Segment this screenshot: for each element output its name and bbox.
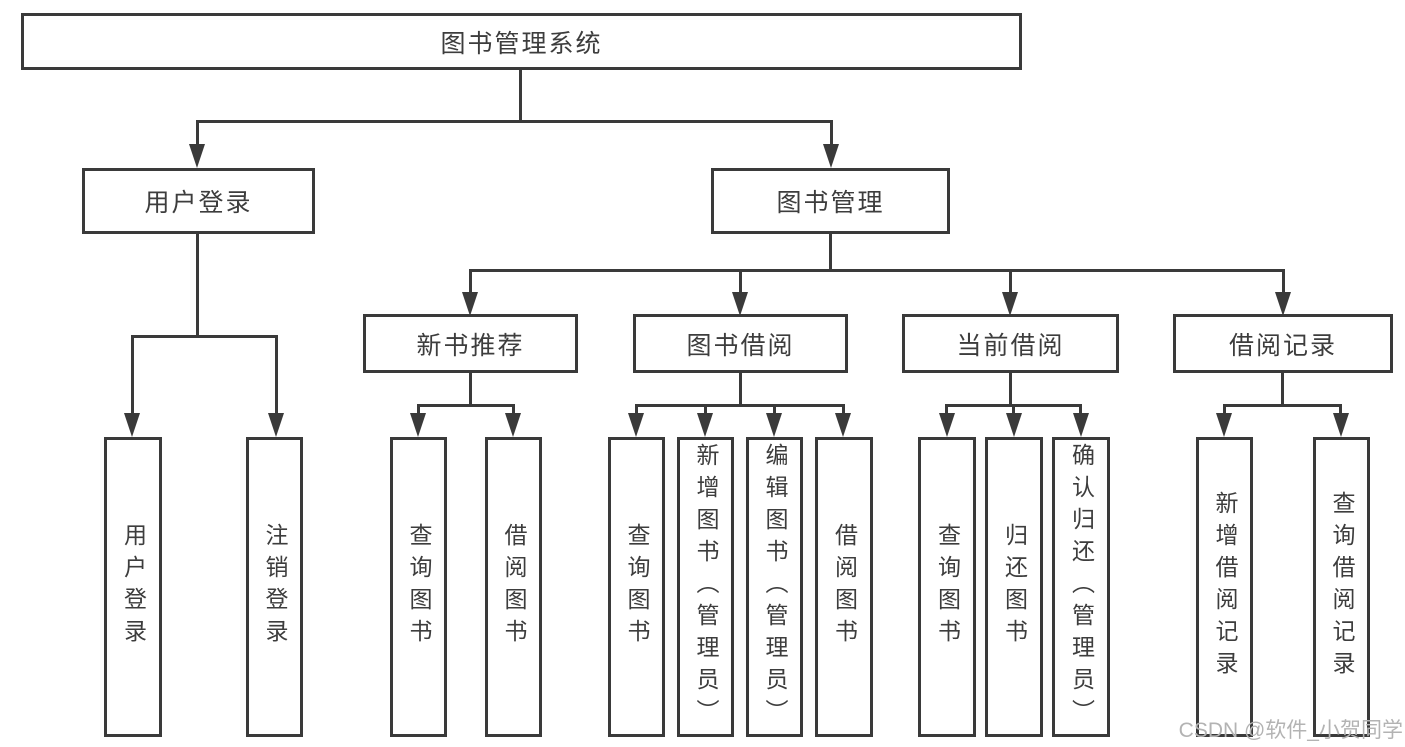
connector-line — [1281, 373, 1284, 407]
node-book-borrowing: 图书借阅 — [633, 314, 848, 373]
connector-line — [704, 404, 707, 416]
node-bb-borrow-books: 借阅图书 — [815, 437, 873, 737]
node-nbr-borrow-books: 借阅图书 — [485, 437, 542, 737]
node-current-borrowing: 当前借阅 — [902, 314, 1119, 373]
connector-line — [131, 335, 134, 415]
arrowhead-icon — [124, 413, 140, 437]
connector-line — [275, 335, 278, 415]
arrowhead-icon — [1216, 413, 1232, 437]
arrowhead-icon — [939, 413, 955, 437]
connector-line — [1079, 404, 1082, 416]
node-logout: 注销登录 — [246, 437, 303, 737]
connector-line — [519, 69, 522, 122]
watermark: CSDN @软件_小贺同学 — [1178, 719, 1403, 742]
connector-line — [512, 404, 515, 416]
node-cb-return-books: 归还图书 — [985, 437, 1043, 737]
node-cb-confirm-return: 确认归还（管理员） — [1052, 437, 1110, 737]
node-user-login: 用户登录 — [82, 168, 315, 234]
arrowhead-icon — [268, 413, 284, 437]
arrowhead-icon — [1275, 292, 1291, 316]
arrowhead-icon — [462, 292, 478, 316]
connector-line — [739, 373, 742, 407]
arrowhead-icon — [1006, 413, 1022, 437]
connector-line — [1282, 269, 1285, 296]
connector-line — [417, 404, 515, 407]
connector-line — [635, 404, 845, 407]
connector-line — [196, 120, 199, 148]
node-bb-edit-books: 编辑图书（管理员） — [746, 437, 803, 737]
node-br-add-record: 新增借阅记录 — [1196, 437, 1253, 737]
arrowhead-icon — [410, 413, 426, 437]
connector-line — [1009, 373, 1012, 407]
connector-line — [131, 335, 278, 338]
node-bb-query-books: 查询图书 — [608, 437, 665, 737]
connector-line — [1223, 404, 1342, 407]
arrowhead-icon — [505, 413, 521, 437]
arrowhead-icon — [823, 144, 839, 168]
arrowhead-icon — [1333, 413, 1349, 437]
node-login: 用户登录 — [104, 437, 162, 737]
connector-line — [469, 373, 472, 407]
node-cb-query-books: 查询图书 — [918, 437, 976, 737]
connector-line — [1223, 404, 1226, 416]
node-br-query-record: 查询借阅记录 — [1313, 437, 1370, 737]
arrowhead-icon — [732, 292, 748, 316]
connector-line — [842, 404, 845, 416]
connector-line — [196, 120, 833, 123]
connector-line — [469, 269, 1285, 272]
connector-line — [1339, 404, 1342, 416]
arrowhead-icon — [1002, 292, 1018, 316]
connector-line — [945, 404, 948, 416]
arrowhead-icon — [628, 413, 644, 437]
arrowhead-icon — [766, 413, 782, 437]
connector-line — [739, 269, 742, 296]
arrowhead-icon — [697, 413, 713, 437]
node-nbr-query-books: 查询图书 — [390, 437, 447, 737]
connector-line — [469, 269, 472, 296]
arrowhead-icon — [835, 413, 851, 437]
node-borrowing-records: 借阅记录 — [1173, 314, 1393, 373]
node-bb-add-books: 新增图书（管理员） — [677, 437, 734, 737]
arrowhead-icon — [1073, 413, 1089, 437]
connector-line — [773, 404, 776, 416]
connector-line — [635, 404, 638, 416]
connector-line — [1009, 269, 1012, 296]
node-root: 图书管理系统 — [21, 13, 1022, 70]
connector-line — [417, 404, 420, 416]
arrowhead-icon — [189, 144, 205, 168]
connector-line — [829, 234, 832, 271]
node-book-management: 图书管理 — [711, 168, 950, 234]
connector-line — [1012, 404, 1015, 416]
connector-line — [196, 234, 199, 337]
node-new-book-recommend: 新书推荐 — [363, 314, 578, 373]
connector-line — [830, 120, 833, 148]
